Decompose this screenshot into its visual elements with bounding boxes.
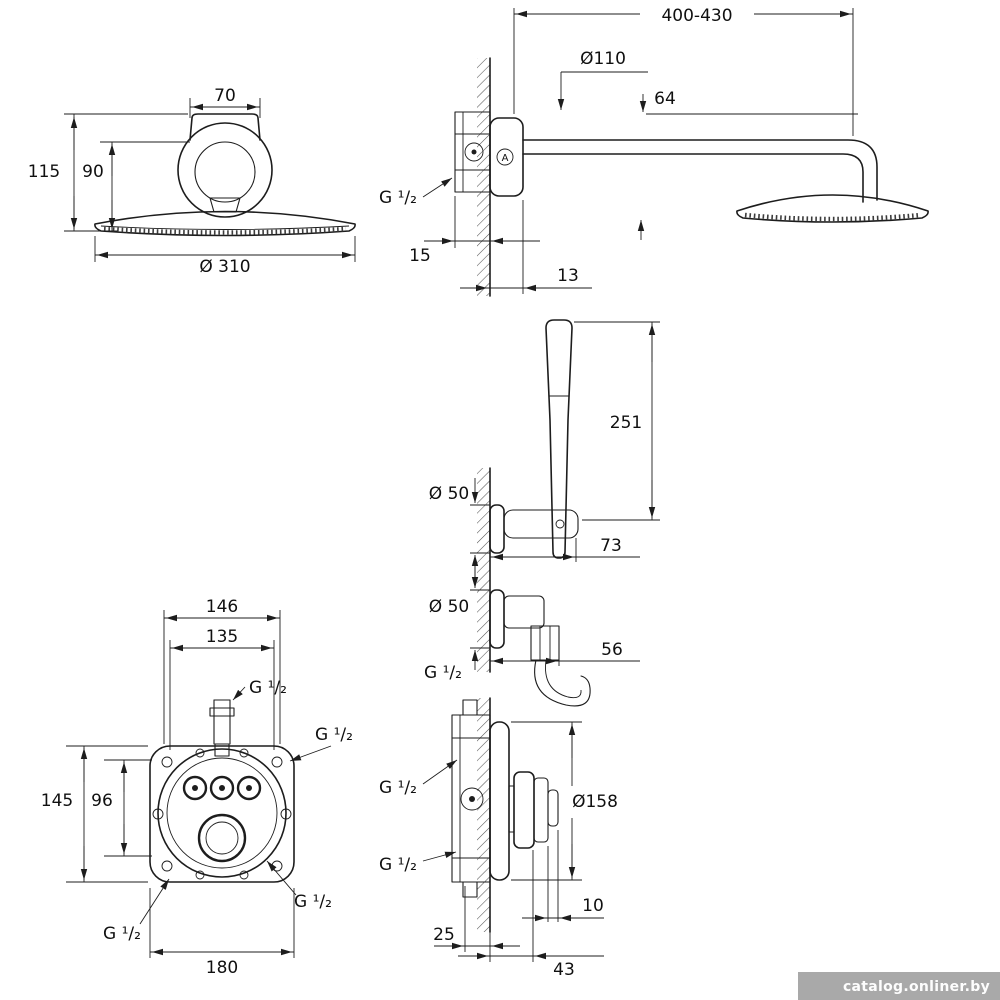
dim-projection: 43 [458,850,604,980]
thread-label-top: G ¹/₂ [232,678,287,701]
thread-label-right: G ¹/₂ [289,725,353,762]
thread-label-outlet: G ¹/₂ [424,663,462,683]
hose-outlet [489,589,591,707]
knurled-knob-side [508,771,559,849]
dim-min-depth: 25 [433,886,520,962]
thread-label: G ¹/₂ [103,924,141,944]
dim-label-height-body: 90 [82,162,104,182]
dim-bracket-width: 70 [189,86,261,118]
thread-label-top: G ¹/₂ [379,759,458,798]
dim-plate-width: 146 [163,597,281,744]
dim-label-rough-in-depth: 15 [409,246,431,266]
dim-height-total: 115 [28,113,188,232]
dim-inner-height: 96 [91,759,152,857]
shower-hose [534,659,591,707]
thread-label-bottom: G ¹/₂ [379,851,457,875]
dim-label-arm-length: 400-430 [661,6,732,26]
shower-head-profile [736,194,929,223]
shower-holder [489,504,579,554]
thread-label: G ¹/₂ [424,663,462,683]
dim-arm-length: 400-430 [513,6,854,136]
dim-inner-width: 135 [169,627,275,750]
dim-hand-shower-length: 251 [574,321,660,521]
spray-face-texture [744,212,921,222]
dim-outlet-rose-diameter: Ø 50 [429,564,490,670]
thermostat-plate [157,743,287,878]
dim-height-body: 90 [82,141,190,231]
thread-label: G ¹/₂ [294,892,332,912]
dim-box-width: 180 [149,888,295,978]
thread-label: G ¹/₂ [379,188,417,208]
dim-label-holder-rose-diameter: Ø 50 [429,484,469,504]
wall-rose: A [489,117,524,197]
dim-label-rose-depth: 13 [557,266,579,286]
dim-rough-in-depth: 15 [409,196,540,266]
shower-head-front-outline [94,113,356,237]
dim-label-box-width: 180 [206,958,238,978]
hand-shower-wand [545,319,573,559]
dim-label-hand-shower-length: 251 [610,413,642,433]
watermark: catalog.onliner.by [798,972,1000,1000]
dim-plate-diameter: Ø158 [511,721,618,881]
watermark-text: catalog.onliner.by [843,979,990,995]
dim-label-plate-width: 146 [206,597,238,617]
dim-head-diameter: Ø 310 [94,236,356,277]
hand-shower-view: 251 Ø 50 73 Ø 50 56 [424,319,660,707]
dim-head-drop: 64 [637,89,858,240]
dim-label-plate-diameter: Ø158 [572,792,618,812]
shower-arm [522,139,878,203]
head-shower-side-view: A 400-430 Ø110 64 [379,6,929,297]
rose-marking: A [502,153,509,164]
dim-rose-diameter: Ø110 [557,49,648,110]
dim-rose-depth: 13 [460,200,592,294]
dim-label-head-diameter: Ø 310 [199,257,250,277]
dim-label-outlet-reach: 56 [601,640,623,660]
dim-holder-reach: 73 [490,536,640,562]
select-buttons [182,775,262,801]
dim-label-min-depth: 25 [433,925,455,945]
escutcheon-plate-side [489,721,510,881]
dim-box-height: 145 [41,745,148,883]
wall-section-bottom [477,697,491,933]
spray-face-texture [103,226,347,235]
wall-section-top [477,57,491,297]
thread-label: G ¹/₂ [379,778,417,798]
wall-section-middle [477,467,491,673]
dim-label-head-drop: 64 [654,89,676,109]
dim-label-inner-height: 96 [91,791,113,811]
dim-label-rose-diameter: Ø110 [580,49,626,69]
watermark-background [798,972,1000,1000]
head-shower-front-view: 70 115 90 Ø 310 [28,86,356,277]
dim-label-knob-depth: 10 [582,896,604,916]
thread-label: G ¹/₂ [249,678,287,698]
dim-label-outlet-rose-diameter: Ø 50 [429,597,469,617]
dim-knob-depth: 10 [522,830,604,922]
dim-label-projection: 43 [553,960,575,980]
thread-label: G ¹/₂ [315,725,353,745]
dim-label-box-height: 145 [41,791,73,811]
dim-label-inner-width: 135 [206,627,238,647]
mixer-side-view: G ¹/₂ G ¹/₂ Ø158 10 [379,697,618,980]
temperature-knob [197,813,247,863]
mixer-front-view: 146 135 G ¹/₂ G ¹/₂ 145 [41,597,353,978]
dim-label-bracket-width: 70 [214,86,236,106]
thread-label-arm: G ¹/₂ [379,177,453,208]
top-supply-pipe [209,699,235,745]
dim-label-holder-reach: 73 [600,536,622,556]
dim-label-height-total: 115 [28,162,60,182]
dim-outlet-reach: 56 [490,640,640,666]
thread-label: G ¹/₂ [379,855,417,875]
rough-in-flange [149,745,295,883]
thread-label-bottom-right: G ¹/₂ [266,860,332,912]
thread-label-bottom-left: G ¹/₂ [103,878,170,944]
